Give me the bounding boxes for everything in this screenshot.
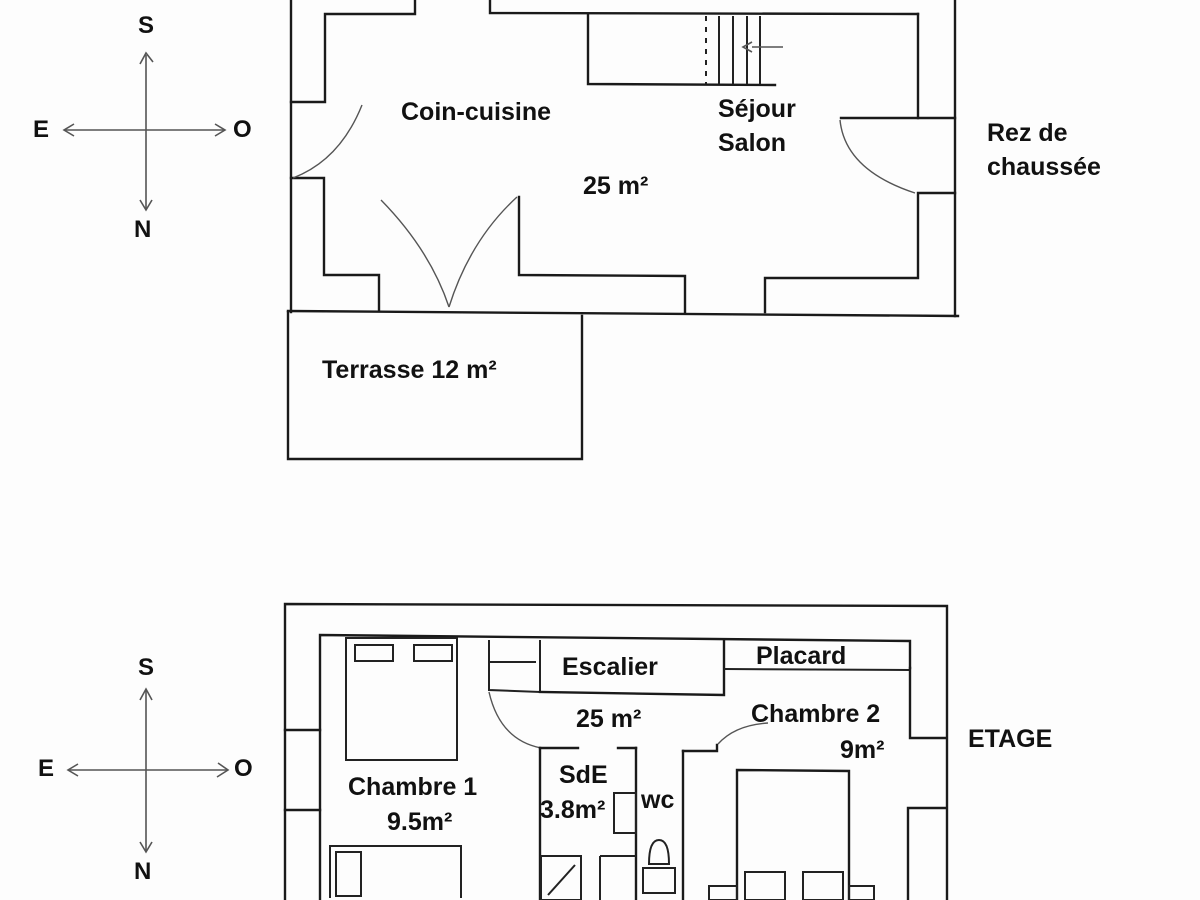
compass-west-label-2: O	[234, 755, 253, 782]
living-label-1: Séjour	[718, 95, 796, 123]
compass-south-label-2: S	[138, 654, 155, 681]
living-label-2: Salon	[718, 129, 787, 157]
terrace-label: Terrasse 12 m²	[322, 356, 497, 384]
ground-floor-title-2: chaussée	[987, 153, 1101, 181]
stairs-label: Escalier	[562, 653, 658, 681]
compass-east-label-2: E	[38, 755, 55, 782]
bedroom2-name-label: Chambre 2	[751, 700, 881, 728]
bedroom1-name-label: Chambre 1	[348, 773, 478, 801]
ground-area-label: 25 m²	[583, 172, 649, 200]
ground-floor-title-1: Rez de	[987, 119, 1068, 147]
compass-west-label: O	[233, 116, 252, 143]
bedroom2-area-label: 9m²	[840, 736, 885, 764]
bedroom1-area-label: 9.5m²	[387, 808, 453, 836]
closet-label: Placard	[756, 642, 847, 670]
wc-label: wc	[641, 786, 675, 814]
shower-area-label: 3.8m²	[540, 796, 606, 824]
compass-bottom-icon	[66, 687, 230, 854]
compass-north-label: N	[134, 216, 152, 243]
compass-top-icon	[62, 51, 227, 212]
kitchen-label: Coin-cuisine	[401, 98, 552, 126]
compass-north-label-2: N	[134, 858, 152, 885]
landing-area-label: 25 m²	[576, 705, 642, 733]
compass-south-label: S	[138, 12, 155, 39]
upper-floor-walls	[283, 602, 949, 900]
shower-room-label: SdE	[559, 761, 608, 789]
ground-floor-walls	[286, 0, 960, 461]
compass-east-label: E	[33, 116, 50, 143]
upper-floor-title: ETAGE	[968, 725, 1053, 753]
